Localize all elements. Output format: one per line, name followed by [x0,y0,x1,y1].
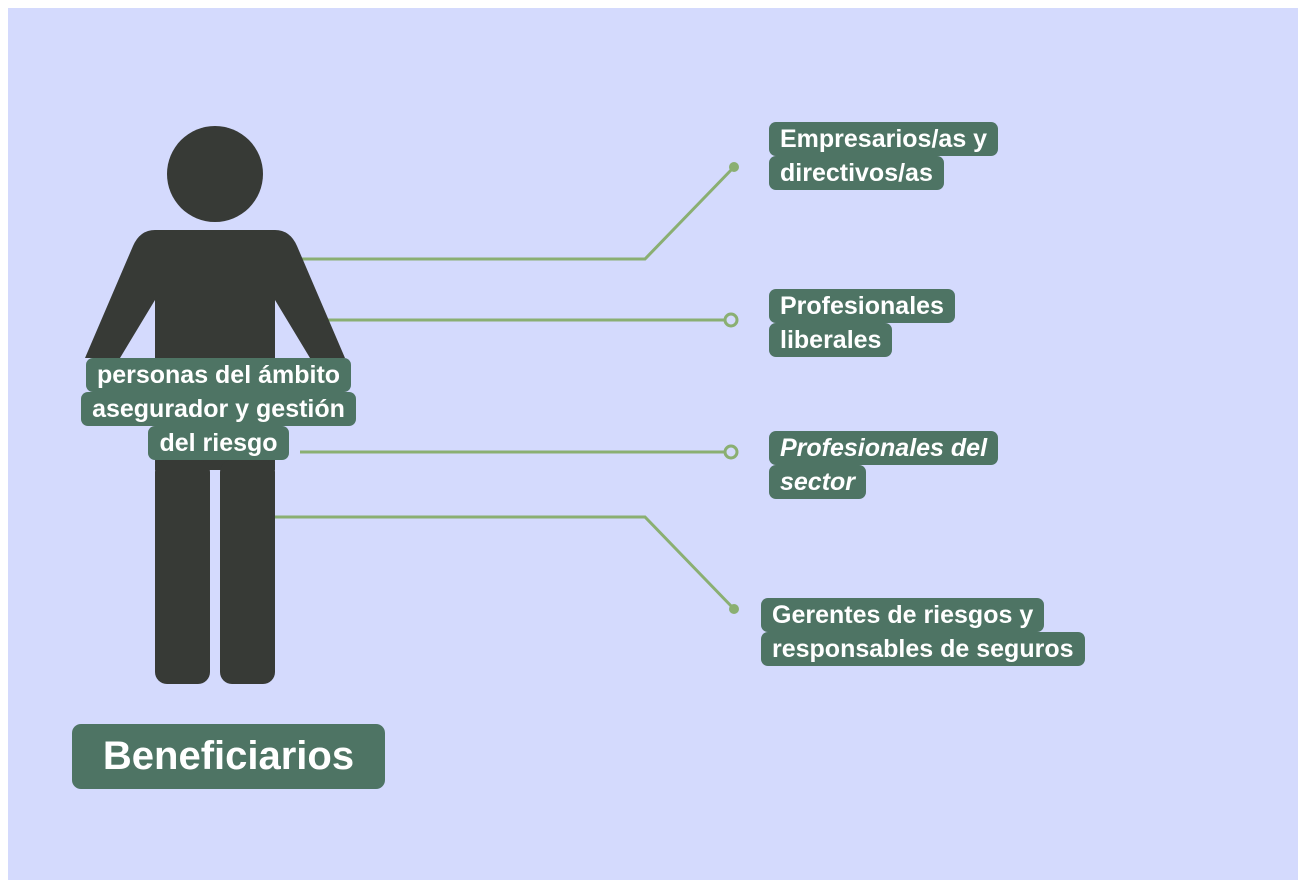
connector-ring-3 [723,444,739,460]
connector-line-1 [285,165,736,261]
branch-4-line-2: responsables de seguros [761,632,1085,666]
branch-2-line-2: liberales [769,323,893,357]
diagram-title: Beneficiarios [72,724,385,789]
branch-1-line-2: directivos/as [769,156,944,190]
branch-label-2: Profesionales liberales [769,289,955,357]
branch-label-1: Empresarios/as y directivos/as [769,122,999,190]
connector-line-4 [275,515,736,611]
connector-ring-2 [723,312,739,328]
branch-1-line-1: Empresarios/as y [769,122,999,156]
branch-2-line-1: Profesionales [769,289,955,323]
center-label-line-2: asegurador y gestión [81,392,356,426]
person-figure-icon [85,126,345,684]
center-label-line-1: personas del ámbito [85,358,352,392]
connector-dot-4 [729,604,739,614]
branch-3-line-1: Profesionales del [769,431,999,465]
center-label-line-3: del riesgo [148,426,289,460]
branch-4-line-1: Gerentes de riesgos y [761,598,1045,632]
branch-label-4: Gerentes de riesgos y responsables de se… [761,598,1085,666]
connector-dot-1 [729,162,739,172]
branch-3-line-2: sector [769,465,867,499]
branch-label-3: Profesionales del sector [769,431,999,499]
center-label: personas del ámbito asegurador y gestión… [52,358,385,460]
